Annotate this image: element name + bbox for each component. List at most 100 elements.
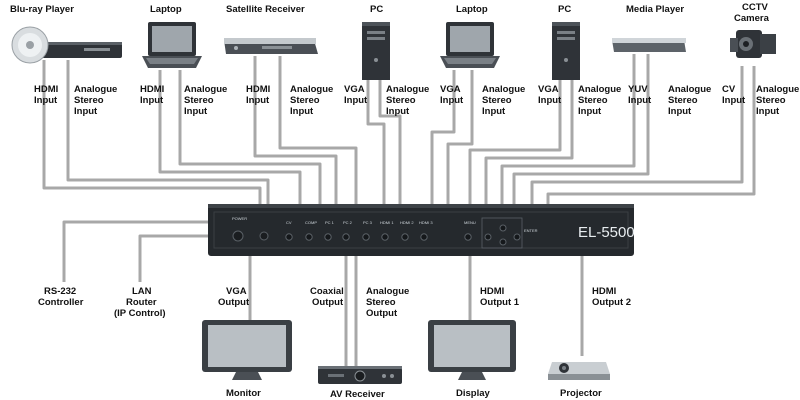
media-player-icon [612, 38, 686, 52]
source-button-cv[interactable] [285, 233, 293, 241]
nav-up-button[interactable] [499, 224, 507, 232]
cables [42, 54, 756, 372]
device-name: Display [456, 388, 491, 399]
panel-label-hdmi1: HDMI 1 [380, 220, 394, 225]
source-button-pc2[interactable] [342, 233, 350, 241]
menu-button[interactable] [464, 233, 472, 241]
pc-tower-icon [552, 22, 580, 80]
source-button-hdmi3[interactable] [420, 233, 428, 241]
pc-1: PC [362, 4, 390, 80]
device-name: Satellite Receiver [226, 4, 305, 15]
panel-label-menu: MENU [464, 220, 476, 225]
cable-cctv-cv [530, 66, 744, 206]
panel-label-pc2: PC 2 [343, 220, 353, 225]
av-receiver: AV Receiver [318, 366, 402, 400]
cable-pc2-vga [468, 80, 562, 206]
cable-pc2-audio [484, 80, 574, 206]
media-player: Media Player [612, 4, 686, 52]
cable-mediaplayer-audio [512, 54, 650, 206]
device-name: Media Player [626, 4, 684, 15]
source-button-hdmi1[interactable] [381, 233, 389, 241]
cctv-camera-icon [730, 30, 776, 58]
bluray-player-icon [11, 26, 122, 64]
monitor-icon [202, 320, 292, 380]
cable-pc1-vga [366, 80, 386, 206]
panel-label-hdmi3: HDMI 3 [419, 220, 433, 225]
satellite-receiver: Satellite Receiver [224, 4, 318, 54]
model-name: EL-5500 [578, 224, 635, 241]
device-name: Laptop [456, 4, 488, 15]
pc-2: PC [552, 4, 580, 80]
matrix-switcher: POWER CV COMP PC 1 PC 2 PC 3 HDMI 1 HDMI… [208, 204, 635, 256]
cable-lan [138, 234, 214, 282]
source-button-pc3[interactable] [362, 233, 370, 241]
laptop-2: Laptop [440, 4, 500, 68]
nav-right-button[interactable] [513, 233, 521, 241]
laptop-icon [440, 22, 500, 68]
source-button-pc1[interactable] [324, 233, 332, 241]
matrix-body [208, 204, 634, 256]
cable-laptop1-hdmi [158, 70, 302, 206]
panel-label-hdmi2: HDMI 2 [400, 220, 414, 225]
device-name: CCTV [742, 2, 769, 13]
satellite-receiver-icon [224, 38, 318, 54]
nav-down-button[interactable] [499, 238, 507, 246]
cable-satellite-audio [278, 56, 358, 206]
panel-label-power: POWER [232, 216, 247, 221]
panel-label-pc3: PC 3 [363, 220, 373, 225]
device-name: Blu-ray Player [10, 4, 74, 15]
power-button[interactable] [232, 230, 244, 242]
display-icon [428, 320, 516, 380]
nav-left-button[interactable] [484, 233, 492, 241]
projector: Projector [548, 362, 610, 399]
device-name: PC [558, 4, 571, 15]
source-button-comp[interactable] [305, 233, 313, 241]
panel-label-comp: COMP [305, 220, 317, 225]
source-button-hdmi2[interactable] [401, 233, 409, 241]
cable-cctv-audio [546, 66, 756, 206]
panel-label-pc1: PC 1 [325, 220, 335, 225]
laptop-icon [142, 22, 202, 68]
device-name: Projector [560, 388, 602, 399]
device-name: Laptop [150, 4, 182, 15]
cctv-camera: CCTV Camera [730, 2, 776, 58]
cable-rs232 [62, 220, 214, 282]
cable-bluray-hdmi [42, 60, 262, 206]
panel-label-cv: CV [286, 220, 292, 225]
cable-laptop1-audio [178, 70, 322, 206]
cable-satellite-hdmi [253, 56, 338, 206]
device-name: AV Receiver [330, 389, 385, 400]
projector-icon [548, 362, 610, 380]
ir-sensor-icon [259, 231, 269, 241]
device-name: PC [370, 4, 383, 15]
cable-pc1-audio [378, 80, 402, 206]
device-name: Monitor [226, 388, 261, 399]
cable-laptop2-audio [446, 70, 474, 206]
cable-bluray-audio [66, 60, 270, 206]
nav-pad [481, 217, 523, 249]
